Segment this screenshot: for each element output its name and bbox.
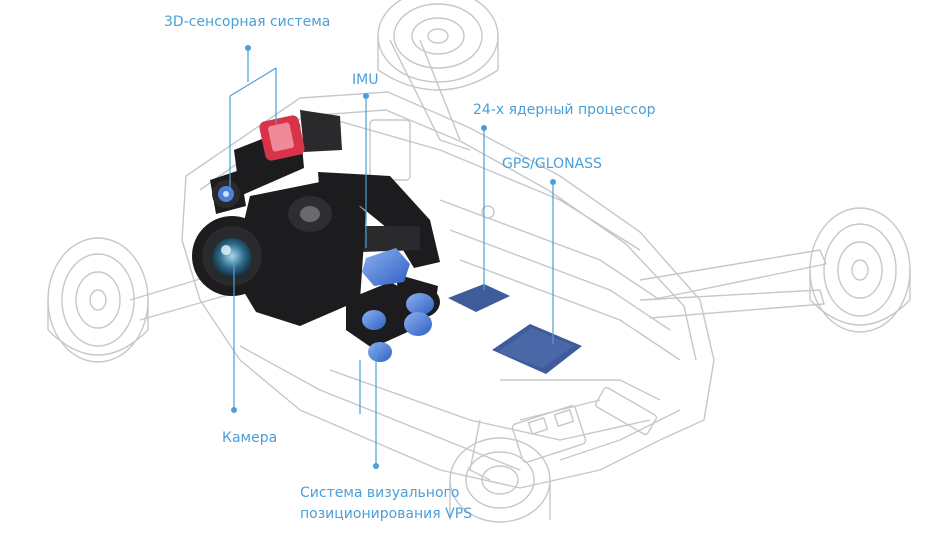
gps-glonass-module — [492, 324, 582, 374]
callout-dot-gps — [550, 179, 556, 185]
label-vps-line1: Система визуального — [300, 485, 460, 501]
label-gps-glonass: GPS/GLONASS — [502, 156, 602, 172]
callout-dot-cpu — [481, 125, 487, 131]
callout-dot-camera — [231, 407, 237, 413]
label-vps-line2: позиционирования VPS — [300, 506, 473, 522]
callout-dot-3d — [245, 45, 251, 51]
callout-dot-vps — [373, 463, 379, 469]
callout-lines — [229, 48, 554, 466]
label-vps: Система визуального позиционирования VPS — [300, 483, 472, 525]
label-camera: Камера — [222, 430, 278, 446]
camera-module — [192, 180, 366, 326]
cpu-chip — [448, 284, 510, 312]
3d-sensor-module — [212, 115, 305, 208]
callout-dots — [231, 45, 556, 469]
label-3d-sensor-system: 3D-сенсорная система — [164, 14, 331, 30]
drone-body-outline — [47, 0, 911, 523]
callout-dot-imu — [363, 93, 369, 99]
label-imu: IMU — [352, 72, 379, 88]
label-processor: 24-х ядерный процессор — [473, 102, 656, 118]
callout-3d-sensor — [229, 48, 277, 190]
vps-lenses — [356, 286, 440, 362]
callout-vps — [359, 344, 377, 466]
imu-module — [362, 248, 410, 286]
